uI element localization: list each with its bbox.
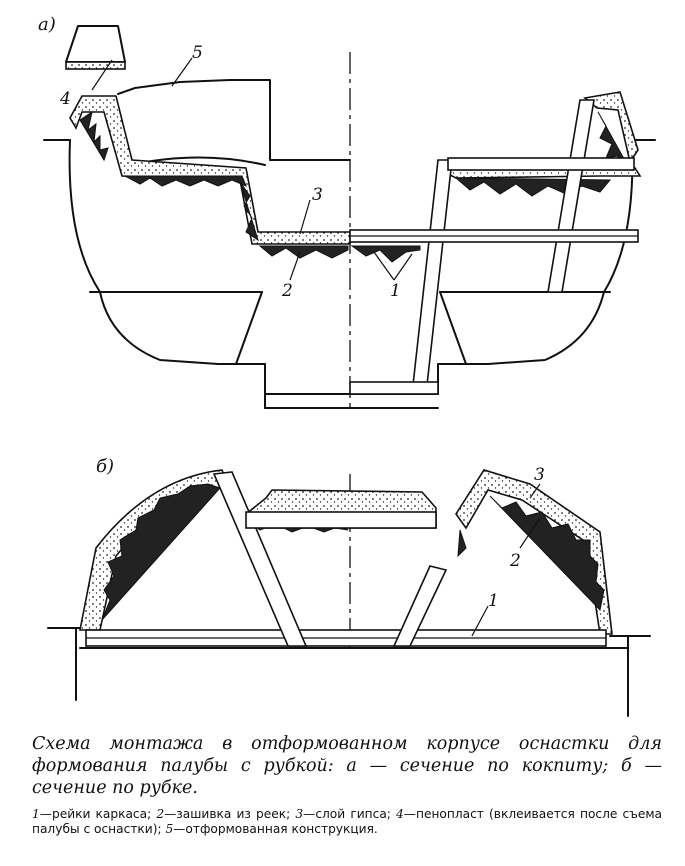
- callout-5-a: 5: [192, 43, 203, 63]
- view-a-label: а): [38, 14, 56, 35]
- mould-outline-b: [47, 627, 651, 717]
- legend-item: 3—слой гипса;: [295, 807, 391, 821]
- frame-laths-1-b: [85, 471, 607, 647]
- figure-caption: Схема монтажа в отформованном корпусе ос…: [32, 733, 662, 837]
- callout-2-a: 2: [281, 281, 293, 301]
- callout-1-a: 1: [390, 281, 401, 301]
- frame-laths-1-a: [349, 99, 639, 395]
- callouts-a: 4 5 3 2 1: [59, 43, 413, 301]
- callout-3-b: 3: [534, 465, 545, 485]
- callouts-b: 1 2 3: [471, 465, 545, 637]
- callout-4-a: 4: [59, 89, 71, 109]
- foam-block-4: [65, 25, 126, 70]
- legend-item: 1—рейки каркаса;: [32, 807, 152, 821]
- callout-1-b: 1: [488, 591, 499, 611]
- legend-item: 4—пенопласт (вклеивается после съема пал…: [32, 807, 662, 836]
- view-b-label: б): [96, 456, 114, 477]
- legend-item: 2—зашивка из реек;: [156, 807, 291, 821]
- section-b-cabin: б): [47, 456, 651, 717]
- callout-2-b: 2: [509, 551, 521, 571]
- caption-title: Схема монтажа в отформованном корпусе ос…: [32, 734, 662, 798]
- caption-legend: 1—рейки каркаса; 2—зашивка из реек; 3—сл…: [32, 807, 662, 837]
- section-a-cockpit: а): [38, 14, 656, 409]
- formed-structure-5: [117, 79, 351, 166]
- mounting-scheme-figure: а): [38, 14, 656, 717]
- legend-item: 5—отформованная конструкция.: [165, 822, 378, 836]
- callout-3-a: 3: [312, 185, 323, 205]
